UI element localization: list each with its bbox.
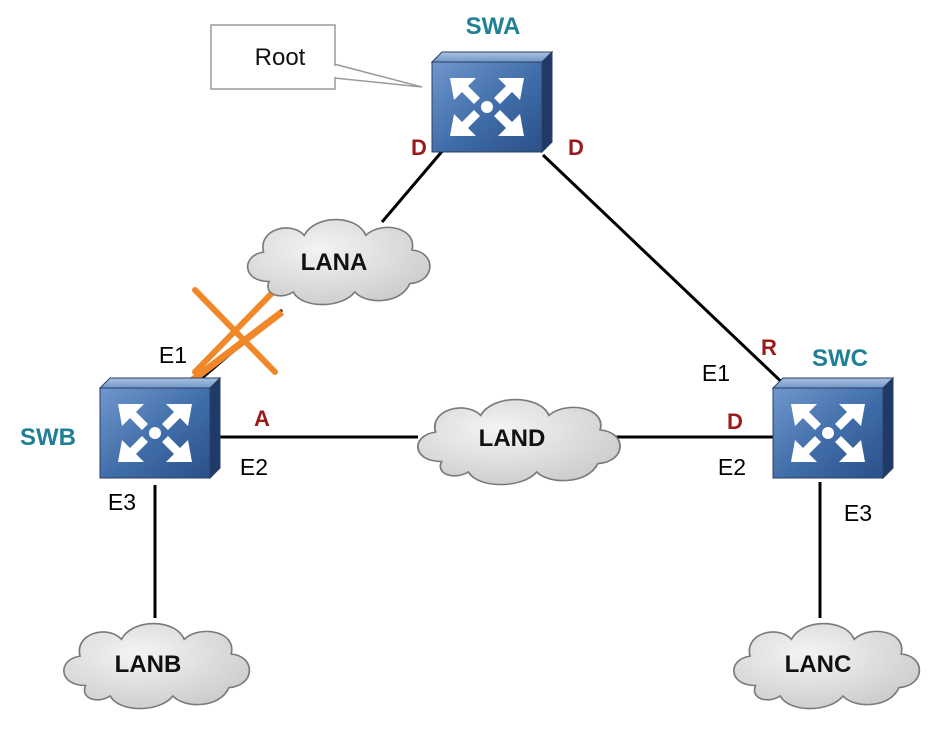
swb-e1-label: E1	[159, 342, 187, 368]
swc-e1-label: E1	[702, 360, 730, 386]
link-swa-lana	[380, 141, 452, 223]
switch-icon-swa	[431, 51, 553, 153]
swb-e2-port-role: A	[254, 406, 270, 431]
lanc-label: LANC	[785, 651, 852, 678]
land-label: LAND	[479, 425, 546, 452]
switch-icon-swc	[772, 377, 894, 479]
swa-right-port-role: D	[568, 135, 584, 160]
swc-e1-port-role: R	[761, 335, 777, 360]
swb-e2-label: E2	[240, 454, 268, 480]
swc-e2-port-role: D	[727, 409, 743, 434]
root-callout: Root	[210, 24, 423, 90]
swc-label: SWC	[812, 345, 868, 372]
swc-e2-label: E2	[718, 454, 746, 480]
lana-label: LANA	[301, 249, 368, 276]
swa-left-port-role: D	[411, 135, 427, 160]
lanb-label: LANB	[115, 651, 182, 678]
blocked-cross-icon	[192, 287, 278, 375]
swb-label: SWB	[20, 424, 76, 451]
switch-icon-swb	[99, 377, 221, 479]
blocked-link-segment	[187, 309, 285, 385]
root-callout-text: Root	[255, 44, 306, 71]
link-swa-swc	[541, 153, 792, 392]
swc-e3-label: E3	[844, 500, 872, 526]
swa-label: SWA	[466, 13, 521, 40]
swb-e3-label: E3	[108, 489, 136, 515]
